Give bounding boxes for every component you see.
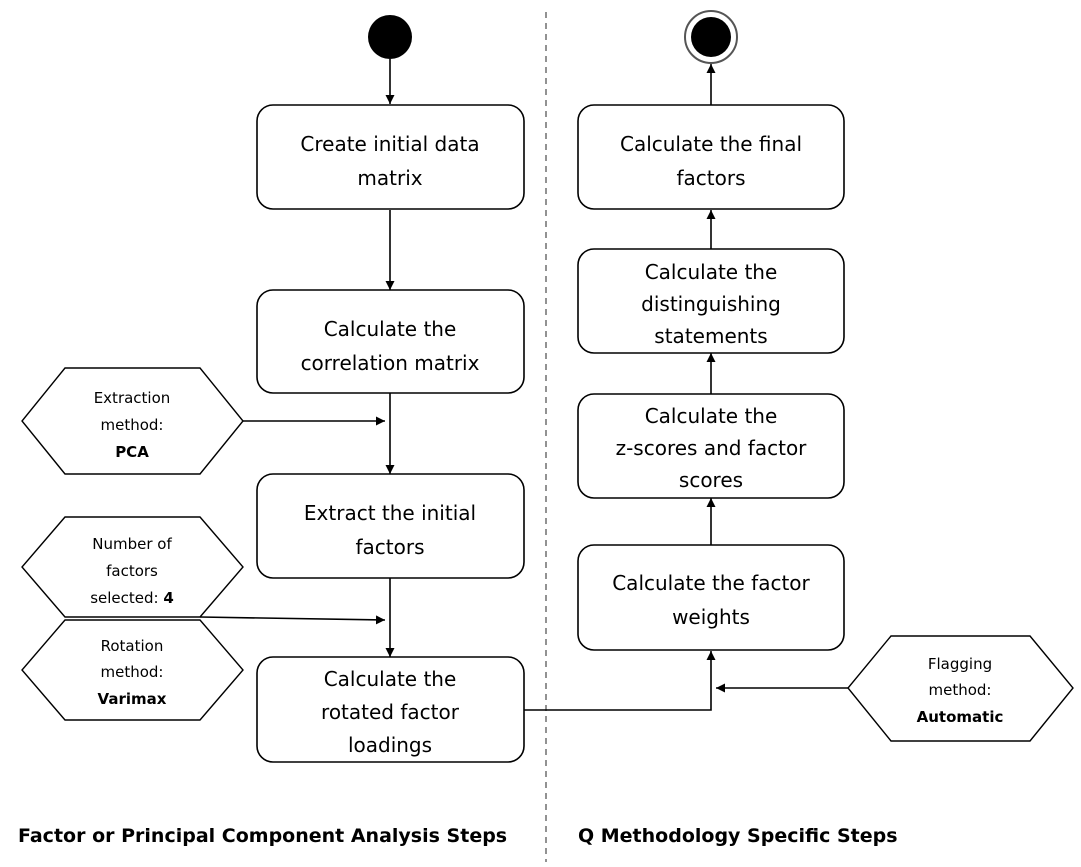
start-node xyxy=(368,15,412,59)
feed-factors-rotation xyxy=(199,615,386,625)
end-node xyxy=(684,10,738,64)
section-label-left: Factor or Principal Component Analysis S… xyxy=(18,825,507,847)
svg-text:Varimax: Varimax xyxy=(98,690,167,708)
svg-text:PCA: PCA xyxy=(115,443,149,461)
section-label-right: Q Methodology Specific Steps xyxy=(578,825,898,847)
svg-text:Automatic: Automatic xyxy=(917,708,1004,726)
flow-rotated-to-weights xyxy=(524,651,716,711)
svg-text:selected: 4: selected: 4 xyxy=(90,589,174,607)
